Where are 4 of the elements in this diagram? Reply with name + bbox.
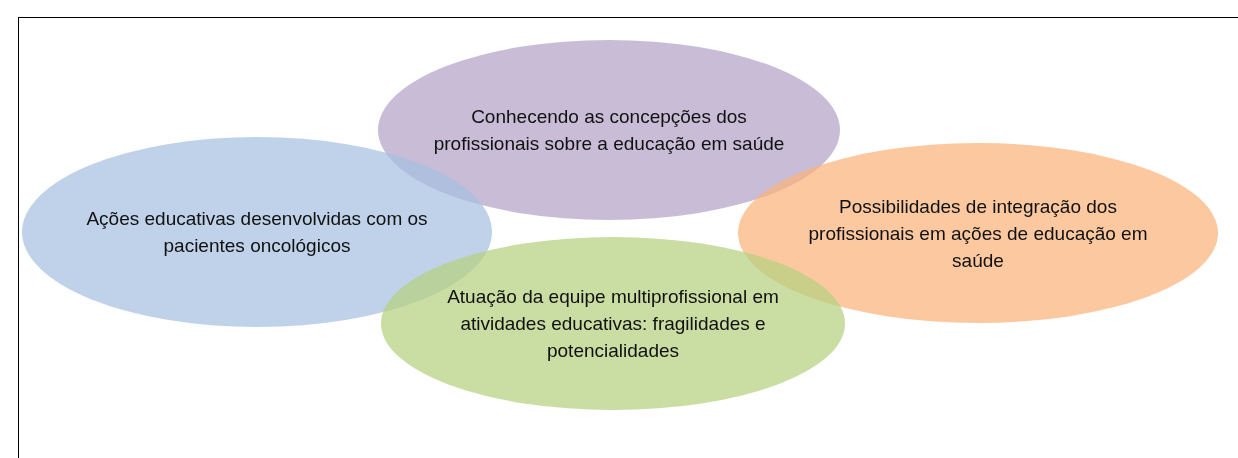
topic-text: Atuação da equipe multiprofissional em atividades educativas: fragilidades e potencialidades xyxy=(446,285,780,363)
topic-text: Ações educativas desenvolvidas com os pacientes oncológicos xyxy=(85,207,429,258)
topic-text: Possibilidades de integração dos profissionais em ações de educação em saúde xyxy=(807,194,1149,273)
topic-text: Conhecendo as concepções dos profissionais sobre a educação em saúde xyxy=(433,105,785,156)
